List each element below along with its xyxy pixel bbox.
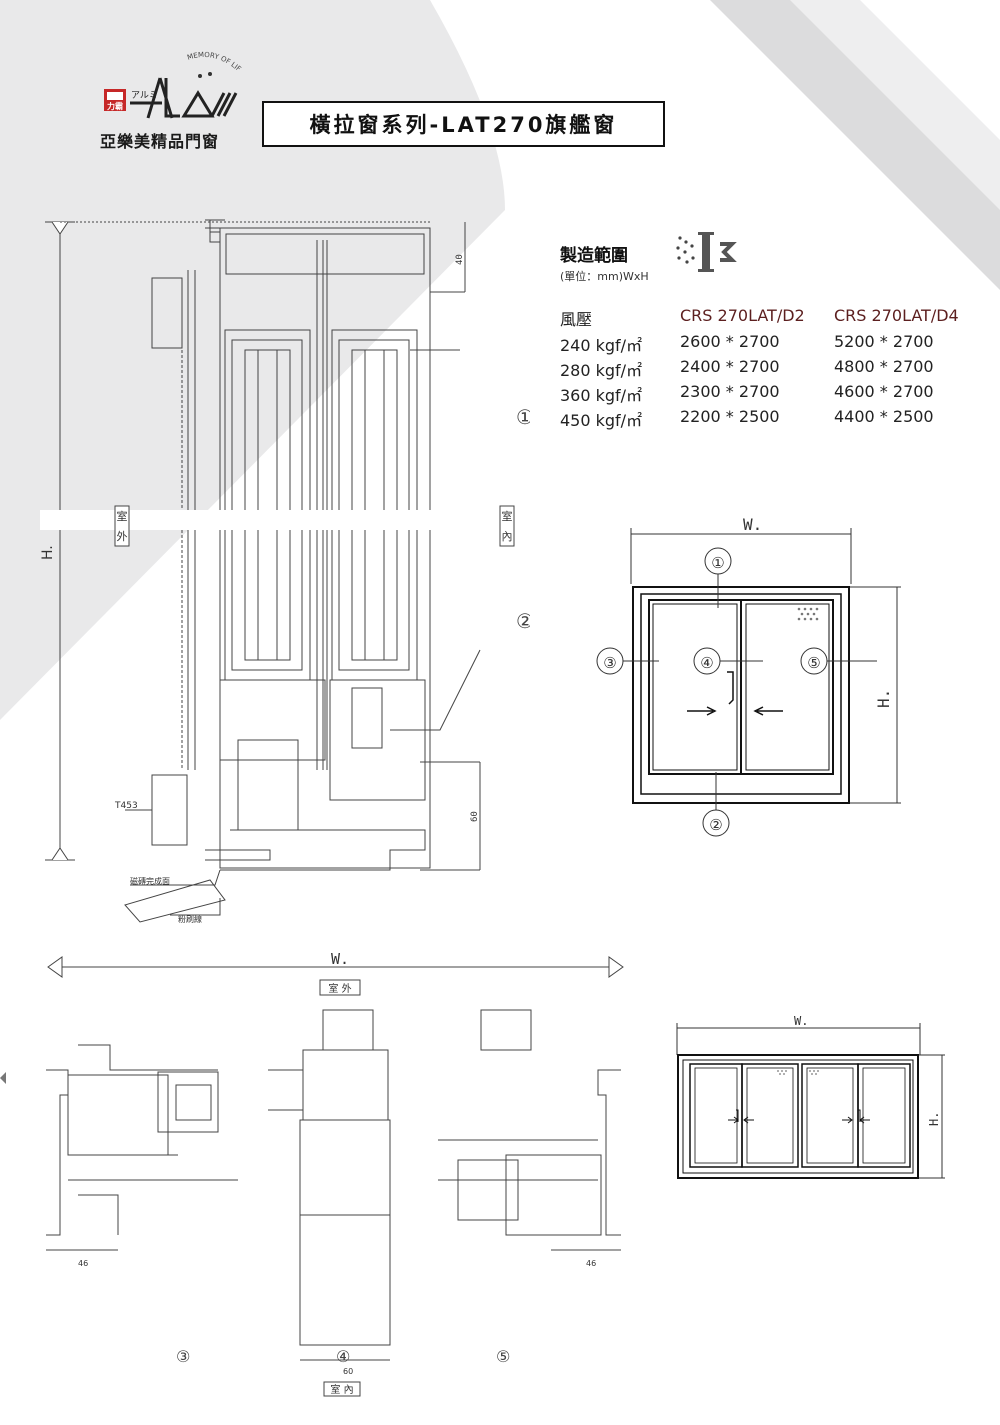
elev-d2-callout-3: ③ — [603, 654, 616, 672]
spec-row-d2: 2300 * 2700 — [680, 382, 780, 401]
plan-callout-3: ③ — [176, 1347, 190, 1366]
spec-row-pressure: 240 kgf/㎡ — [560, 336, 643, 355]
wind-pressure-icon — [676, 232, 737, 272]
spec-unit: (單位：mm)WxH — [560, 270, 649, 283]
section-h-label: H. — [40, 545, 56, 560]
plan-inside-label: 室 內 — [330, 1383, 353, 1396]
spec-row-pressure: 360 kgf/㎡ — [560, 386, 643, 405]
elevation-d4-drawing: W. H. — [676, 1014, 945, 1179]
inside-label-bottom: 內 — [502, 530, 513, 543]
page-title: 橫拉窗系列-LAT270旗艦窗 — [262, 101, 665, 147]
section-t-label: T453 — [114, 801, 138, 811]
spec-row-d2: 2200 * 2500 — [680, 407, 780, 426]
elev-d2-w-label: W. — [743, 515, 762, 534]
memory-text: MEMORY OF LIFE — [98, 42, 243, 73]
spec-title: 製造範圍 — [560, 246, 628, 266]
spec-row-d4: 5200 * 2700 — [834, 332, 934, 351]
elev-d2-callout-2: ② — [709, 816, 722, 834]
spec-row-pressure: 280 kgf/㎡ — [560, 361, 643, 380]
brand-logo: MEMORY OF LIFE 力霸 アルミ 亞樂美精品門窗 — [98, 42, 250, 153]
elev-d2-h-label: H. — [874, 689, 893, 708]
elev-d4-w-label: W. — [794, 1014, 808, 1028]
company-name: 亞樂美精品門窗 — [100, 132, 220, 151]
spec-row-d2: 2400 * 2700 — [680, 357, 780, 376]
spec-header-d4: CRS 270LAT/D4 — [834, 306, 959, 325]
plan-dim-left: 46 — [78, 1259, 88, 1268]
section-callout-1: ① — [516, 405, 530, 429]
logo-graphic: MEMORY OF LIFE 力霸 アルミ — [98, 42, 242, 119]
badge-text: 力霸 — [107, 101, 123, 111]
plan-callout-4: ④ — [336, 1347, 350, 1366]
spec-row-d4: 4800 * 2700 — [834, 357, 934, 376]
spec-header-d2: CRS 270LAT/D2 — [680, 306, 805, 325]
plan-outside-label: 室 外 — [328, 982, 351, 995]
plan-callout-5: ⑤ — [496, 1347, 510, 1366]
vertical-section-drawing: 室 外 室 內 H. 40 60 T453 磁磚完成面 粉刷線 ① ② — [40, 219, 530, 924]
spec-row-d4: 4400 * 2500 — [834, 407, 934, 426]
section-dim-top: 40 — [455, 254, 465, 265]
elev-d2-callout-1: ① — [711, 554, 724, 572]
plan-dim-center: 60 — [343, 1367, 353, 1376]
spec-row-d4: 4600 * 2700 — [834, 382, 934, 401]
elev-d2-callout-4: ④ — [700, 654, 713, 672]
section-dim-bottom: 60 — [470, 811, 480, 822]
section-callout-2: ② — [516, 609, 530, 633]
elev-d4-h-label: H. — [927, 1112, 941, 1126]
brand-jp: アルミ — [131, 91, 158, 101]
spec-row-pressure: 450 kgf/㎡ — [560, 411, 643, 430]
inside-label-top: 室 — [502, 509, 513, 523]
elevation-d2-drawing: W. H. ① ② ③ ④ ⑤ — [596, 515, 901, 837]
plan-dim-right: 46 — [586, 1259, 596, 1268]
spec-row-d2: 2600 * 2700 — [680, 332, 780, 351]
section-note-plaster: 粉刷線 — [178, 914, 202, 924]
section-note-tile: 磁磚完成面 — [130, 876, 170, 886]
outside-label-top: 室 — [117, 509, 128, 523]
elev-d2-callout-5: ⑤ — [807, 654, 820, 672]
spec-header-pressure: 風壓 — [560, 310, 593, 329]
plan-w-label: W. — [331, 950, 349, 968]
outside-label-bottom: 外 — [117, 530, 128, 543]
horizontal-plan-drawing: 室 外 W. 46 46 60 ③ ④ ⑤ 室 內 — [46, 950, 624, 1397]
svg-text:MEMORY OF LIFE: MEMORY OF LIFE — [100, 48, 242, 73]
